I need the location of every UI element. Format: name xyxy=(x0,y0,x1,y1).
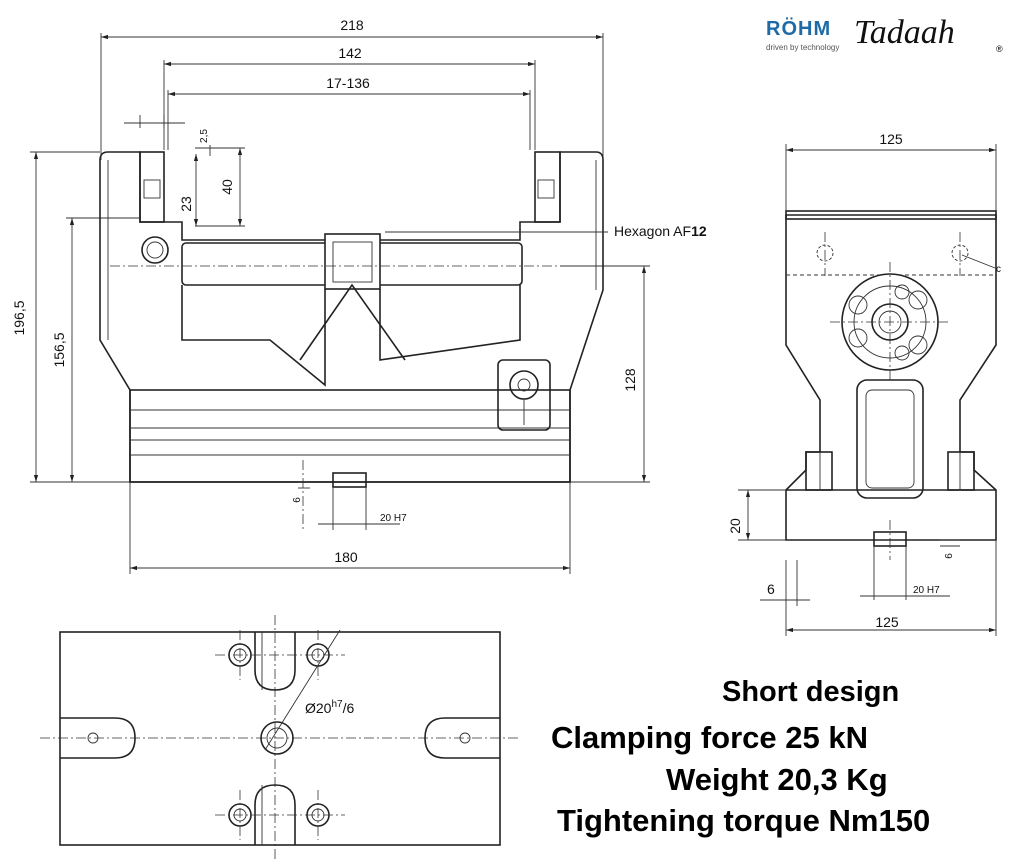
dim-jaw-height: 40 xyxy=(219,179,235,195)
dim-total-height: 196,5 xyxy=(11,300,27,335)
dim-jaw-depth: 23 xyxy=(178,196,194,212)
rohm-tagline: driven by technology xyxy=(766,43,840,52)
dim-side-key-width: 20 H7 xyxy=(913,585,940,596)
spec-weight: Weight 20,3 Kg xyxy=(666,762,888,797)
dim-side-top-width: 125 xyxy=(879,131,903,147)
svg-text:Hexagon AF12: Hexagon AF12 xyxy=(614,223,707,239)
dim-bore: Ø20 xyxy=(305,700,332,716)
dim-side-base-width: 125 xyxy=(875,614,899,630)
dim-key-width-front: 20 H7 xyxy=(380,513,407,524)
rohm-logo: RÖHM xyxy=(766,18,832,40)
dim-jaw-outer: 142 xyxy=(338,45,362,61)
svg-text:Ø20h7/6: Ø20h7/6 xyxy=(305,699,354,716)
dim-side-base-height: 20 xyxy=(727,518,743,534)
dim-body-height: 128 xyxy=(622,368,638,392)
dim-bore-rest: /6 xyxy=(343,700,355,716)
dim-base-width: 180 xyxy=(334,549,358,565)
dim-overall-width: 218 xyxy=(340,17,364,33)
dim-bore-tolerance: h7 xyxy=(331,699,343,710)
hexagon-size: 12 xyxy=(691,223,707,239)
front-view: 218 142 17-136 40 23 2,5 196,5 156,5 1 xyxy=(11,17,707,574)
bottom-view: Ø20h7/6 xyxy=(40,615,520,860)
dim-chamfer: c xyxy=(996,264,1001,275)
spec-clamping-force: Clamping force 25 kN xyxy=(551,720,868,755)
dim-spindle-height: 156,5 xyxy=(51,332,67,367)
tadaah-logo: Tadaah xyxy=(854,14,955,51)
spec-torque: Tightening torque Nm150 xyxy=(557,803,931,838)
registered-mark: ® xyxy=(996,44,1003,54)
dim-side-offset: 6 xyxy=(767,581,775,597)
dim-key-depth-front: 6 xyxy=(292,497,303,503)
hexagon-label: Hexagon AF xyxy=(614,223,691,239)
dim-jaw-step: 2,5 xyxy=(199,129,210,143)
side-view: 125 c xyxy=(727,131,1001,636)
dim-side-key-depth: 6 xyxy=(944,553,955,559)
dim-clamp-range: 17-136 xyxy=(326,75,370,91)
spec-design: Short design xyxy=(722,676,900,708)
